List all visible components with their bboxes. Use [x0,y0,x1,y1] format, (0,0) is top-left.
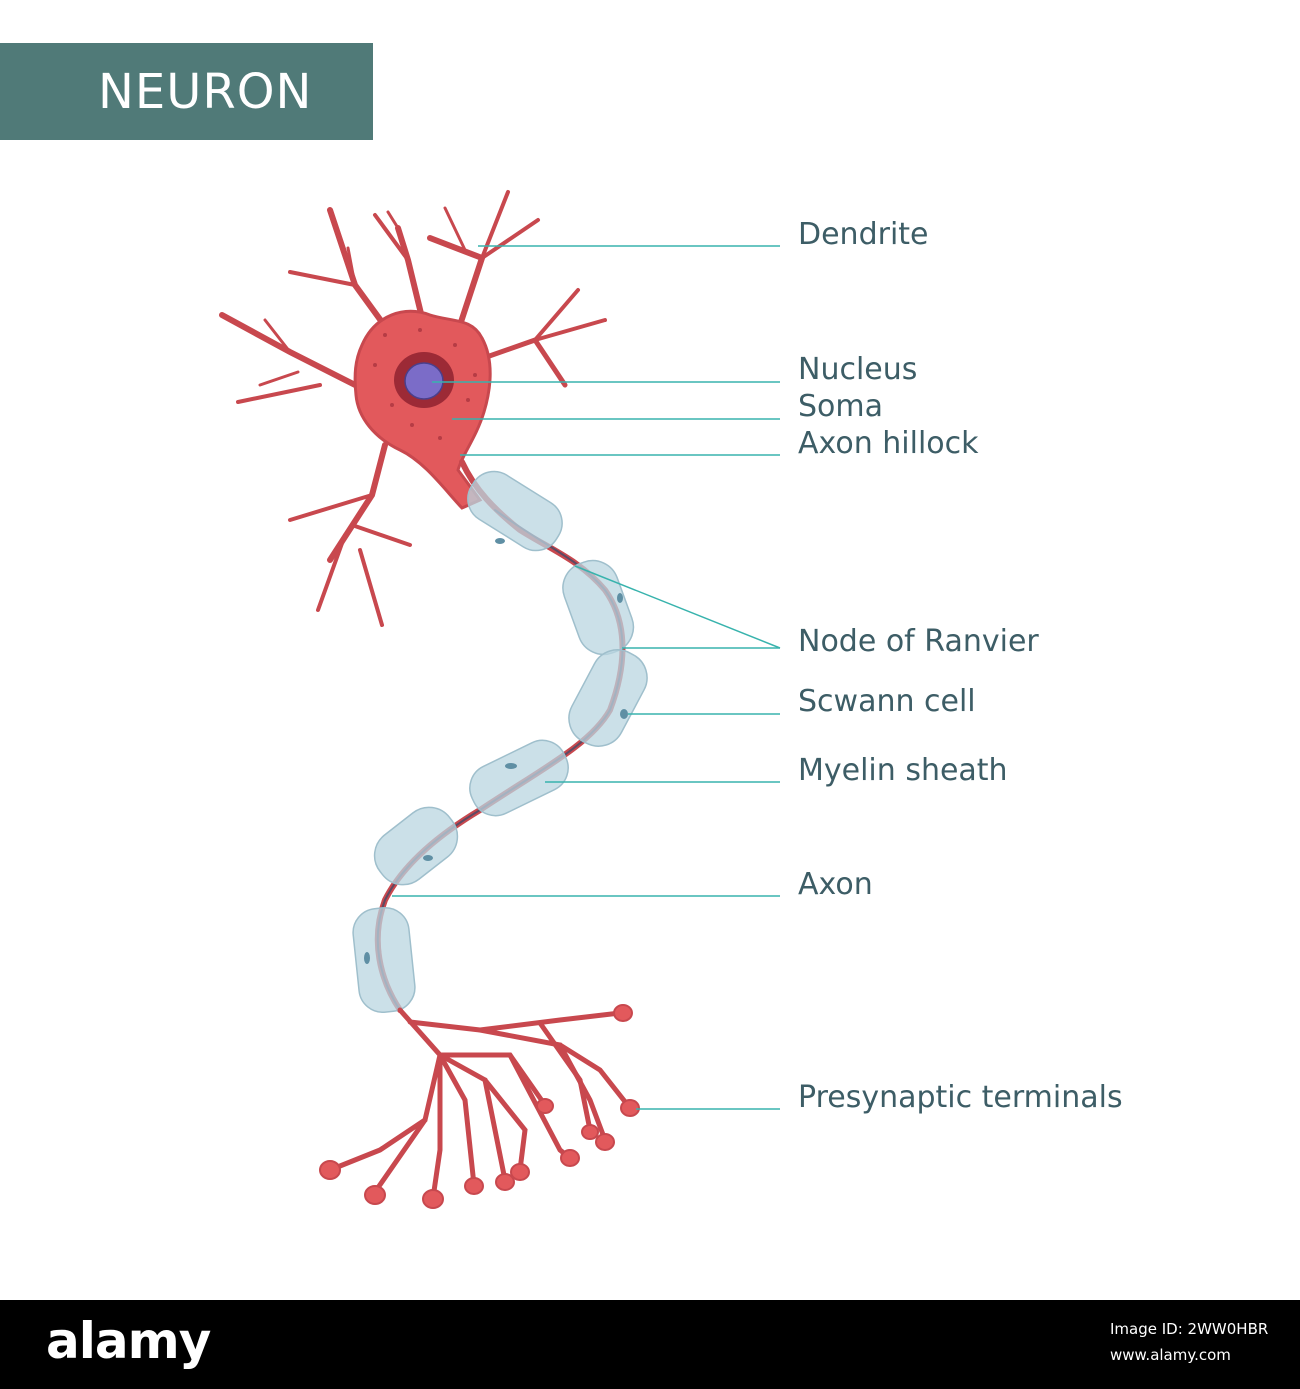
site-url: www.alamy.com [1110,1346,1231,1364]
page-title: NEURON [98,64,313,120]
soma-body [353,309,492,510]
presynaptic-terminals [327,1007,633,1201]
neuron-diagram: alamy a NEURON Dendrite Nucleus Soma Axo… [0,43,1123,1209]
schwann-nuclei [364,538,628,964]
myelin-sheath [352,470,648,1014]
label-schwann-cell: Scwann cell [798,684,976,719]
schwann-cell-3 [568,649,648,747]
label-axon: Axon [798,867,873,902]
neuron-illustration [219,190,781,1209]
node-of-ranvier-leader-1 [574,565,781,649]
schwann-cell-5 [373,806,459,886]
footer-logo: alamy [46,1312,211,1370]
nucleus [404,362,444,400]
label-soma: Soma [798,389,884,424]
terminal-buttons [319,1004,640,1209]
watermark-mark: a [340,155,357,183]
schwann-cell-6 [352,906,416,1014]
dendrites [219,190,607,627]
schwann-cell-1 [467,470,563,552]
soma-granules [373,328,477,440]
label-nucleus: Nucleus [798,352,918,387]
label-axon-hillock: Axon hillock [798,426,979,461]
leader-lines [392,245,781,1110]
schwann-cell-4 [469,739,569,817]
label-node-of-ranvier: Node of Ranvier [798,624,1039,659]
title-banner: alamy a [0,43,373,183]
image-id: Image ID: 2WW0HBR [1110,1320,1269,1338]
footer-bar: alamy Image ID: 2WW0HBR www.alamy.com [0,1300,1300,1389]
label-myelin-sheath: Myelin sheath [798,753,1008,788]
watermark-text: alamy [0,145,116,185]
schwann-cell-2 [562,559,635,656]
label-dendrite: Dendrite [798,217,929,252]
label-presynaptic-terminals: Presynaptic terminals [798,1080,1123,1115]
